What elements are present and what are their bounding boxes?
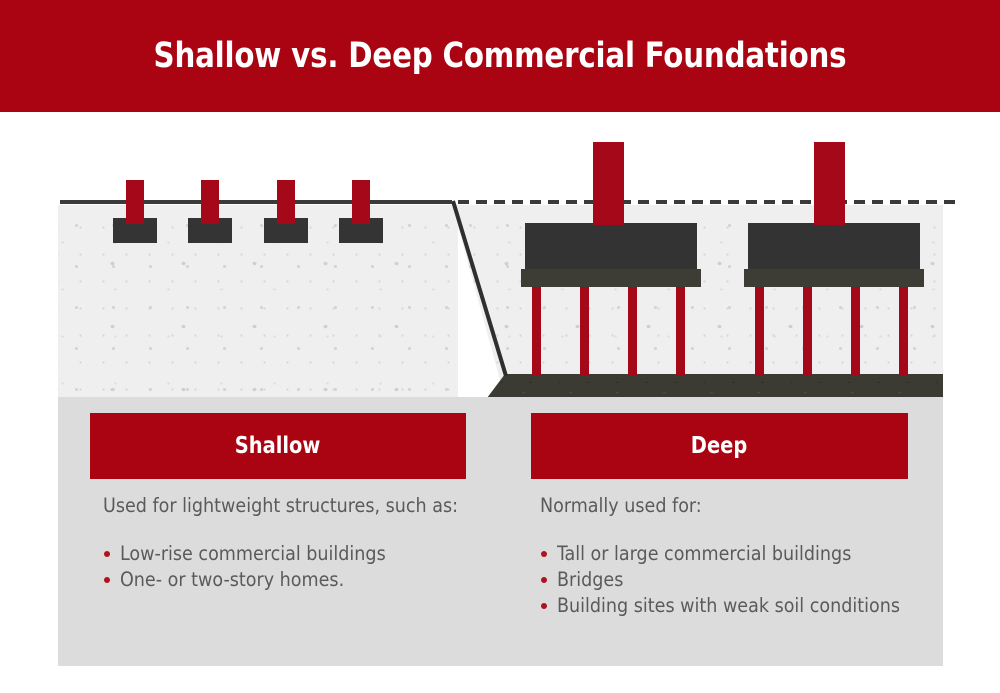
- list-item: Low-rise commercial buildings: [103, 541, 468, 567]
- deep-pile: [532, 286, 541, 376]
- shallow-column: [126, 180, 144, 224]
- deep-pile: [803, 286, 812, 376]
- deep-pile: [580, 286, 589, 376]
- shallow-description-column: Used for lightweight structures, such as…: [103, 493, 468, 593]
- deep-pile: [899, 286, 908, 376]
- shallow-column: [201, 180, 219, 224]
- bullet-dot-icon: [541, 551, 547, 557]
- deep-pile-cap: [521, 269, 701, 287]
- bullet-dot-icon: [541, 603, 547, 609]
- list-item-label: Bridges: [557, 568, 624, 591]
- shallow-column: [277, 180, 295, 224]
- deep-column: [814, 142, 845, 225]
- list-item-label: One- or two-story homes.: [120, 568, 345, 591]
- list-item-label: Low-rise commercial buildings: [120, 542, 386, 565]
- deep-pile: [676, 286, 685, 376]
- ground-level-line: [60, 200, 452, 204]
- deep-foundation-block: [748, 223, 920, 269]
- deep-pile-cap: [744, 269, 924, 287]
- shallow-bullet-list: Low-rise commercial buildings One- or tw…: [103, 541, 468, 593]
- deep-pile: [628, 286, 637, 376]
- foundation-diagram: [0, 112, 1000, 398]
- shallow-label-text: Shallow: [235, 433, 321, 459]
- deep-pile: [755, 286, 764, 376]
- deep-column: [593, 142, 624, 225]
- list-item: Bridges: [540, 567, 940, 593]
- list-item: Building sites with weak soil conditions: [540, 593, 940, 619]
- ground-level-line-dashed: [458, 200, 956, 204]
- deep-label-text: Deep: [691, 433, 748, 459]
- list-item: Tall or large commercial buildings: [540, 541, 940, 567]
- bullet-dot-icon: [104, 577, 110, 583]
- list-item-label: Tall or large commercial buildings: [557, 542, 852, 565]
- bedrock-layer-icon: [487, 374, 943, 398]
- list-item-label: Building sites with weak soil conditions: [557, 594, 901, 617]
- deep-foundation-block: [525, 223, 697, 269]
- deep-pile: [851, 286, 860, 376]
- excavation-slope-line: [451, 200, 508, 377]
- deep-intro-text: Normally used for:: [540, 494, 702, 517]
- shallow-column: [352, 180, 370, 224]
- list-item: One- or two-story homes.: [103, 567, 468, 593]
- deep-bullet-list: Tall or large commercial buildings Bridg…: [540, 541, 940, 619]
- page-title: Shallow vs. Deep Commercial Foundations: [153, 36, 847, 76]
- deep-description-column: Normally used for: Tall or large commerc…: [540, 493, 940, 619]
- bullet-dot-icon: [104, 551, 110, 557]
- comparison-panel: Shallow Deep Used for lightweight struct…: [58, 397, 943, 666]
- deep-label-bar: Deep: [531, 413, 908, 479]
- bullet-dot-icon: [541, 577, 547, 583]
- shallow-intro-text: Used for lightweight structures, such as…: [103, 494, 459, 517]
- header-banner: Shallow vs. Deep Commercial Foundations: [0, 0, 1000, 112]
- shallow-label-bar: Shallow: [90, 413, 466, 479]
